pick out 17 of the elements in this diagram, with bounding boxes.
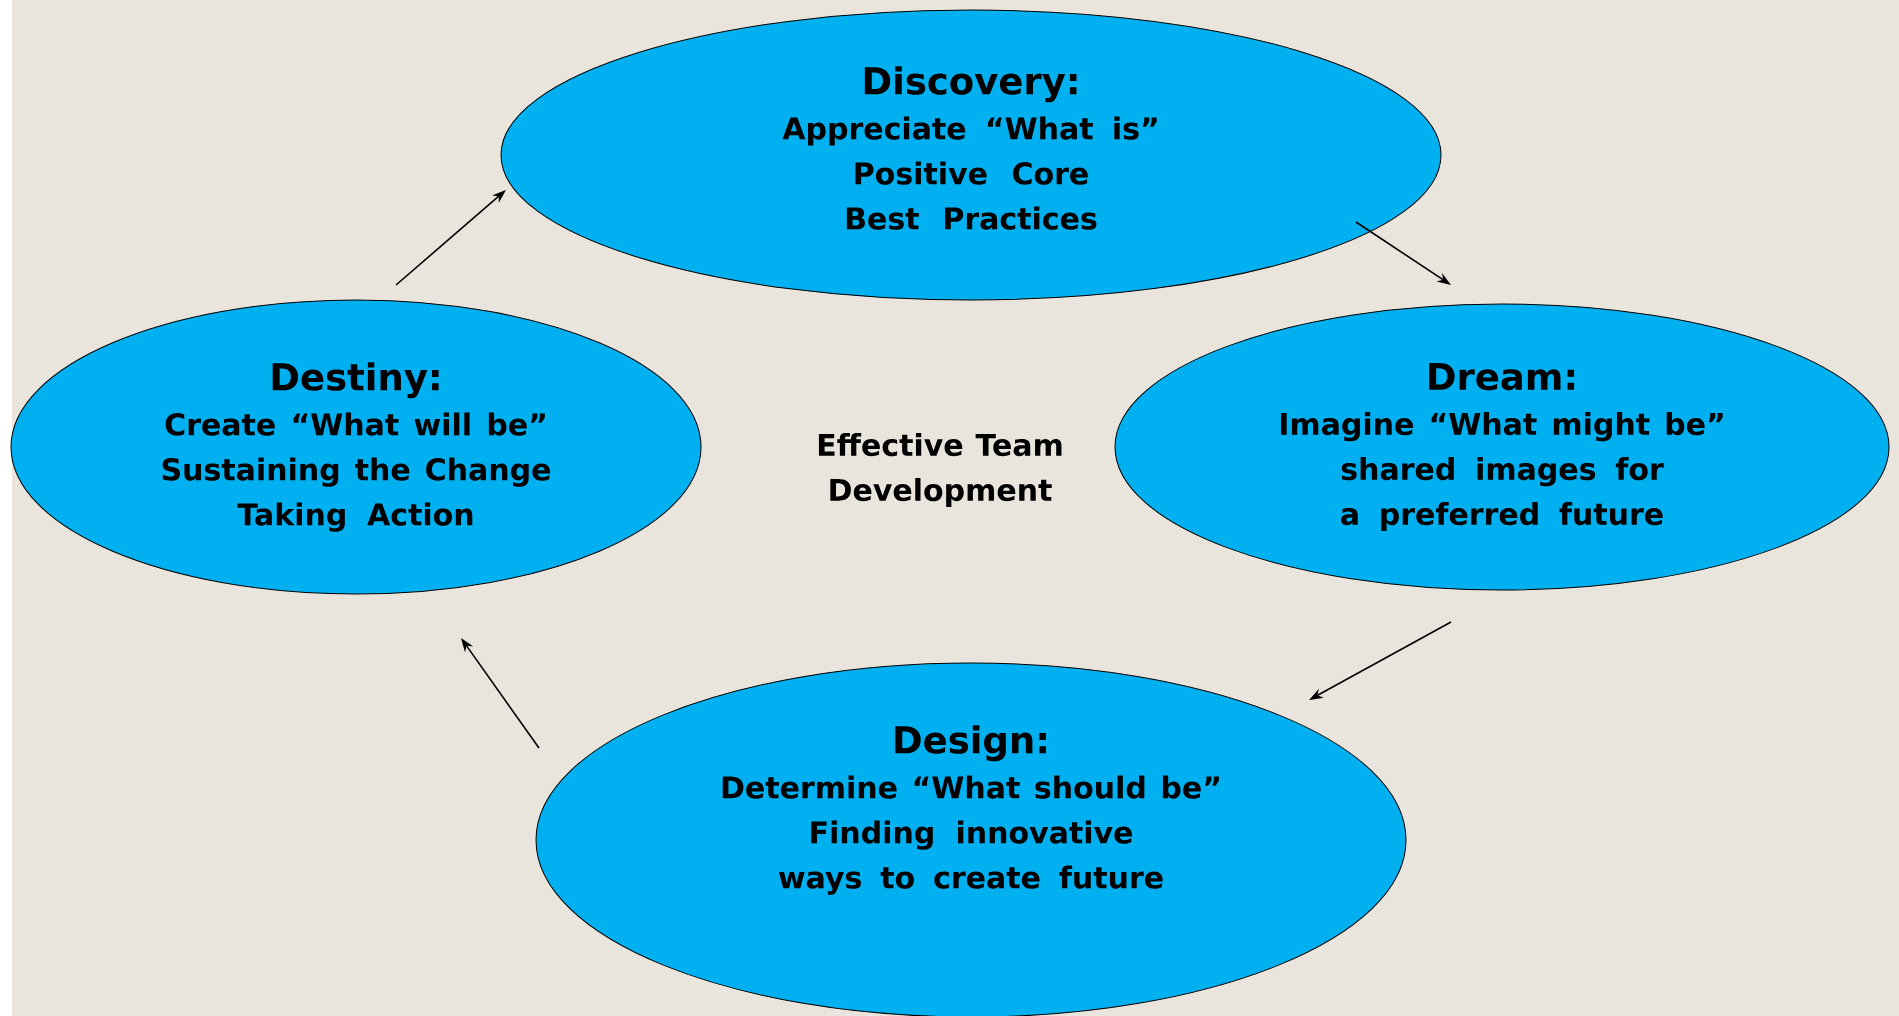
stage-text: Dream: Imagine “What might be” shared images for a preferred future xyxy=(1281,362,1723,532)
stage-text: Design: Determine “What should be” Finding innovative ways to create future xyxy=(722,725,1219,895)
node-label: Destiny: xyxy=(272,362,439,399)
center-label: Effective Team Development xyxy=(818,433,1062,507)
node-label: Taking Action xyxy=(237,502,473,532)
node-label: Best Practices xyxy=(846,206,1097,230)
stage-ellipse xyxy=(500,9,1442,301)
node-label: Discovery: xyxy=(864,66,1077,103)
stage-ellipse xyxy=(535,662,1407,1016)
node-label: Positive Core xyxy=(855,161,1088,185)
node-label: Appreciate “What is” xyxy=(782,116,1157,146)
stage-text: Discovery: Appreciate “What is” Positive Core Best Practices xyxy=(782,66,1157,230)
stage-ellipse xyxy=(1114,303,1890,591)
stage-text: Destiny: Create “What will be” Sustaining the Change Taking Action xyxy=(162,362,551,532)
stage-ellipse xyxy=(10,299,702,595)
node-label: Create “What will be” xyxy=(165,412,545,436)
node-label: Sustaining the Change xyxy=(162,457,551,487)
